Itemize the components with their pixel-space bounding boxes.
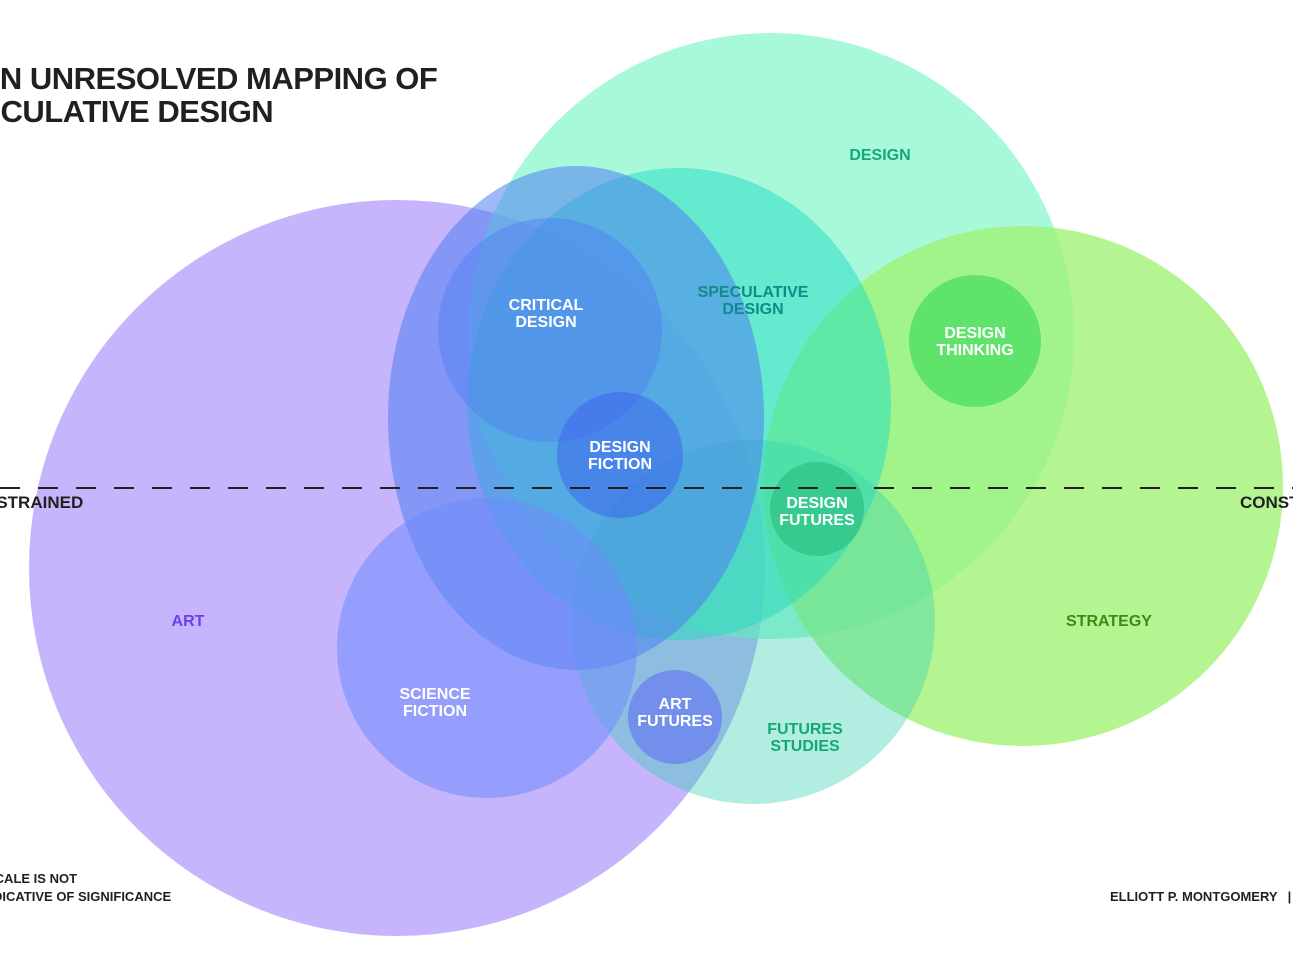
label-critical-design-line-2: DESIGN	[515, 314, 576, 331]
label-art-futures-line-2: FUTURES	[637, 713, 713, 730]
label-design-futures-line-2: FUTURES	[779, 512, 855, 529]
credit-separator: |	[1287, 889, 1292, 904]
page-title: AN UNRESOLVED MAPPING OF SPECULATIVE DES…	[0, 61, 438, 129]
scale-note-line-2: INDICATIVE OF SIGNIFICANCE	[0, 889, 172, 904]
scale-note: SCALE IS NOT INDICATIVE OF SIGNIFICANCE	[0, 870, 171, 906]
label-design-fiction-line-1: DESIGN	[589, 439, 650, 456]
label-futures-studies-line-1: FUTURES	[767, 721, 843, 738]
label-design-futures-line-1: DESIGN	[786, 495, 847, 512]
circle-design-thinking	[909, 275, 1041, 407]
circle-design-futures	[770, 462, 864, 556]
label-art: ART	[172, 613, 205, 630]
circle-critical-design	[438, 218, 662, 442]
label-speculative-design-line-1: SPECULATIVE	[698, 284, 809, 301]
label-design-thinking-line-1: DESIGN	[944, 325, 1005, 342]
label-speculative-design-line-2: DESIGN	[722, 301, 783, 318]
circle-science-fiction	[337, 498, 637, 798]
label-design: DESIGN	[849, 147, 910, 164]
circle-art-futures	[628, 670, 722, 764]
label-design-line-1: DESIGN	[849, 147, 910, 164]
label-science-fiction-line-1: SCIENCE	[399, 686, 470, 703]
label-strategy: STRATEGY	[1066, 613, 1152, 630]
title-line-1: AN UNRESOLVED MAPPING OF	[0, 61, 438, 96]
label-strategy-line-1: STRATEGY	[1066, 613, 1152, 630]
label-design-thinking-line-2: THINKING	[936, 342, 1013, 359]
axis-label-right: CONSTRAINED	[1240, 493, 1293, 512]
circles-layer	[29, 33, 1283, 936]
label-design-fiction-line-2: FICTION	[588, 456, 652, 473]
author-credit: ELLIOTT P. MONTGOMERY |	[1110, 889, 1291, 904]
axis-label-left: UNCONSTRAINED	[0, 493, 84, 512]
scale-note-line-1: SCALE IS NOT	[0, 871, 78, 886]
label-art-futures-line-1: ART	[659, 696, 692, 713]
title-line-2: SPECULATIVE DESIGN	[0, 94, 274, 129]
circle-design-fiction	[557, 392, 683, 518]
label-art-line-1: ART	[172, 613, 205, 630]
author-name: ELLIOTT P. MONTGOMERY	[1110, 889, 1278, 904]
label-science-fiction-line-2: FICTION	[403, 703, 467, 720]
label-critical-design-line-1: CRITICAL	[509, 297, 584, 314]
label-futures-studies-line-2: STUDIES	[770, 738, 840, 755]
circle-strategy	[763, 226, 1283, 746]
